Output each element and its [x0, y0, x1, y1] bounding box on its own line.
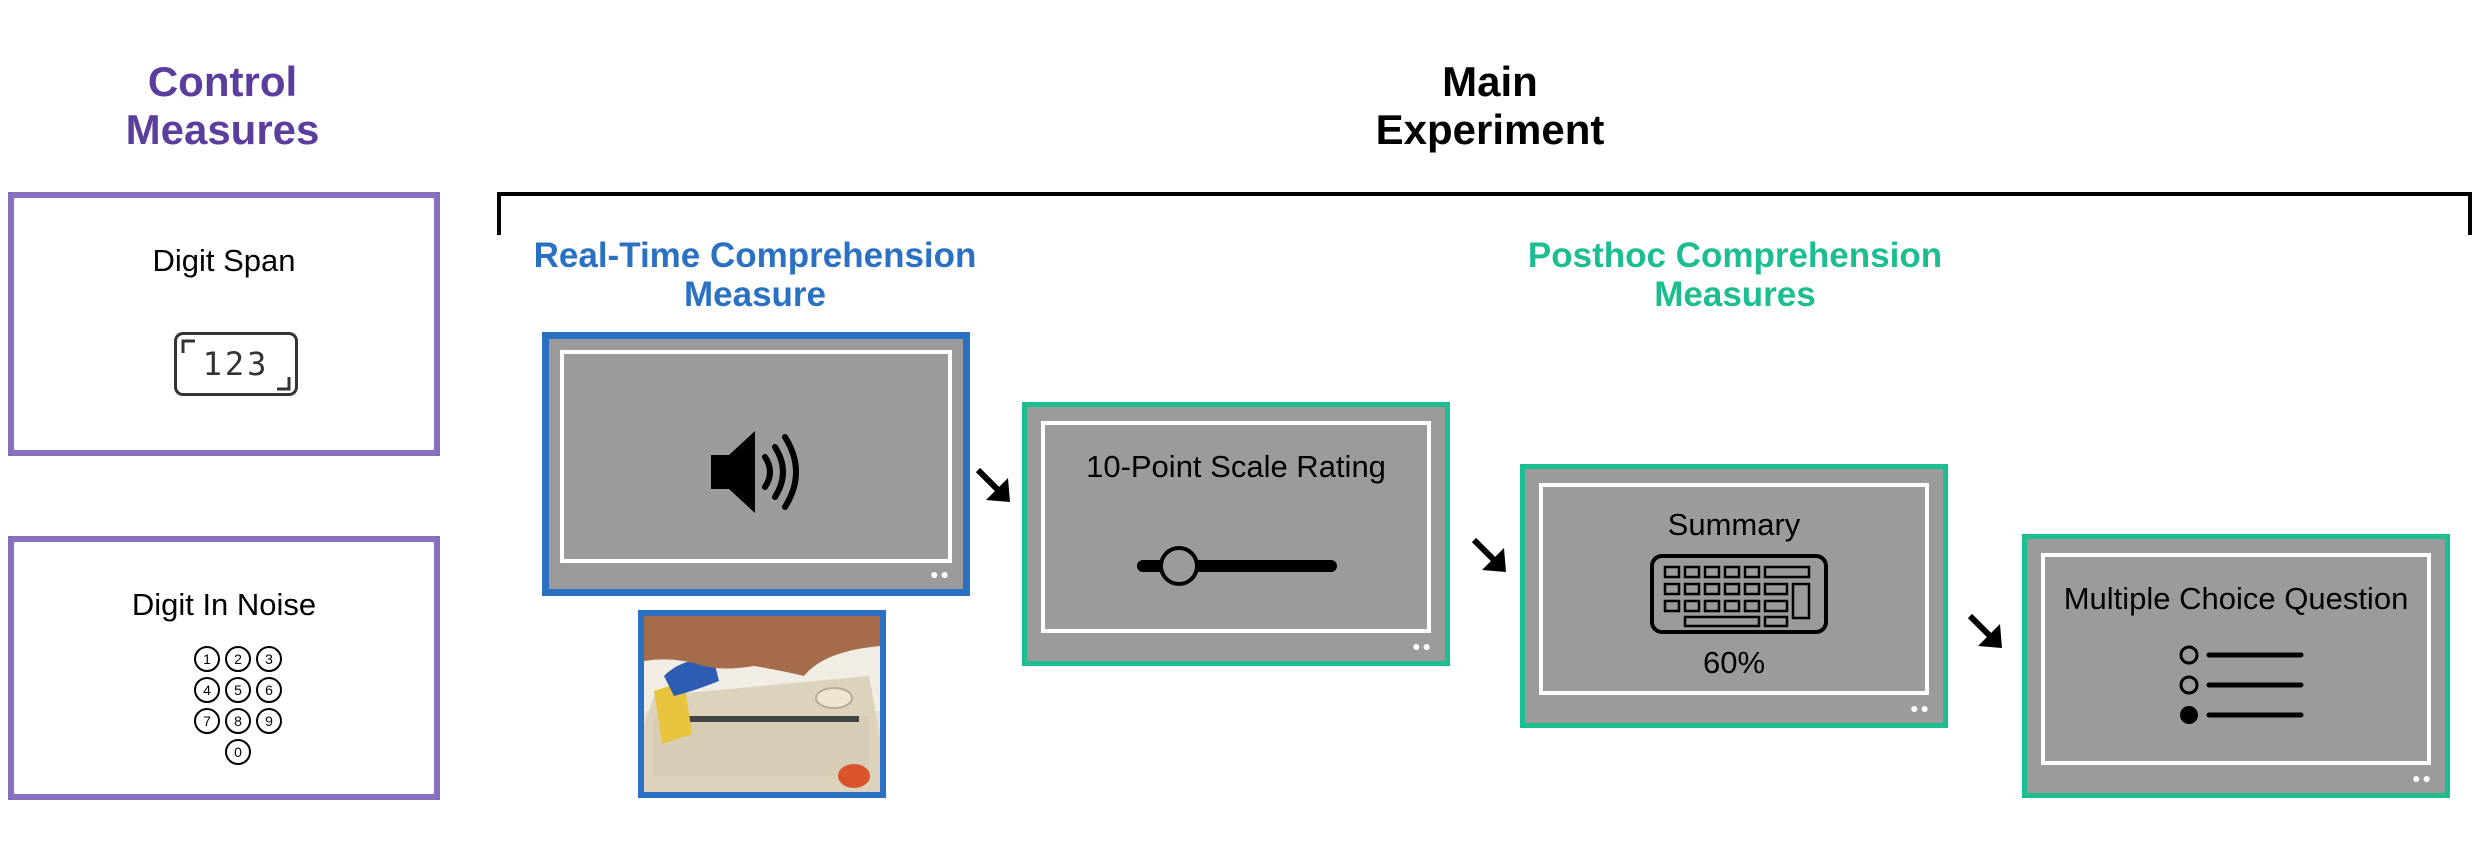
main-heading-line2: Experiment [1375, 106, 1605, 154]
keypad-icon: 1 2 3 4 5 6 7 8 9 0 [192, 644, 288, 765]
rating-screen: 10-Point Scale Rating ●● [1022, 402, 1450, 666]
control-heading-line2: Measures [125, 106, 320, 154]
rating-screen-title: 10-Point Scale Rating [1086, 449, 1386, 484]
speaker-icon [711, 431, 799, 513]
summary-screen-inner [1539, 483, 1929, 695]
arrow-icon [1471, 537, 1506, 572]
keypad-key: 8 [225, 708, 251, 734]
summary-score: 60% [1702, 645, 1766, 680]
digit-in-noise-box: Digit In Noise 1 2 3 4 5 6 7 8 9 0 [8, 536, 440, 800]
audio-screen: ●● [542, 332, 970, 596]
rating-screen-inner [1041, 421, 1431, 633]
posthoc-heading-line2: Measures [1654, 275, 1816, 315]
audio-screen-inner [560, 350, 952, 563]
control-heading-line1: Control [147, 58, 298, 105]
summary-screen: Summary 60% ●● [1520, 464, 1948, 728]
mcq-screen-title: Multiple Choice Question [2063, 581, 2409, 616]
digit-span-title: Digit Span [152, 243, 296, 278]
hand-device-photo [638, 610, 886, 798]
mcq-screen: Multiple Choice Question ●● [2022, 534, 2450, 798]
realtime-heading-line2: Measure [683, 275, 827, 315]
keyboard-icon [1650, 554, 1828, 634]
arrow-icon [975, 467, 1010, 502]
realtime-heading-line1: Real-Time Comprehension [533, 236, 977, 275]
keypad-key: 7 [194, 708, 220, 734]
screen-dots: ●● [2412, 770, 2433, 786]
keypad-key: 0 [225, 739, 251, 765]
screen-dots: ●● [930, 566, 951, 582]
main-experiment-heading: Main Experiment [1280, 58, 1700, 155]
radio-list-icon [2179, 645, 2304, 724]
keypad-key: 6 [256, 677, 282, 703]
digit-display-text: 123 [202, 345, 270, 383]
digit-display-icon: 123 [174, 332, 298, 396]
screen-dots: ●● [1910, 700, 1931, 716]
posthoc-heading: Posthoc Comprehension Measures [1480, 236, 1990, 314]
posthoc-heading-line1: Posthoc Comprehension [1527, 236, 1943, 275]
photo-illustration [644, 616, 880, 792]
keypad-key: 4 [194, 677, 220, 703]
keypad-key: 9 [256, 708, 282, 734]
keypad-key: 1 [194, 646, 220, 672]
display-corner-marks [181, 339, 291, 391]
digit-span-box: Digit Span 123 [8, 192, 440, 456]
keypad-key: 3 [256, 646, 282, 672]
main-experiment-bracket [497, 192, 2472, 235]
realtime-heading: Real-Time Comprehension Measure [500, 236, 1010, 314]
summary-screen-title: Summary [1667, 507, 1801, 542]
keypad-key: 5 [225, 677, 251, 703]
slider-icon [1137, 546, 1337, 586]
keypad-key: 2 [225, 646, 251, 672]
arrow-icon [1967, 613, 2002, 648]
mcq-screen-inner [2041, 553, 2431, 765]
main-heading-line1: Main [1442, 58, 1538, 105]
screen-dots: ●● [1412, 638, 1433, 654]
digit-in-noise-title: Digit In Noise [131, 587, 317, 622]
control-measures-heading: Control Measures [100, 58, 345, 155]
